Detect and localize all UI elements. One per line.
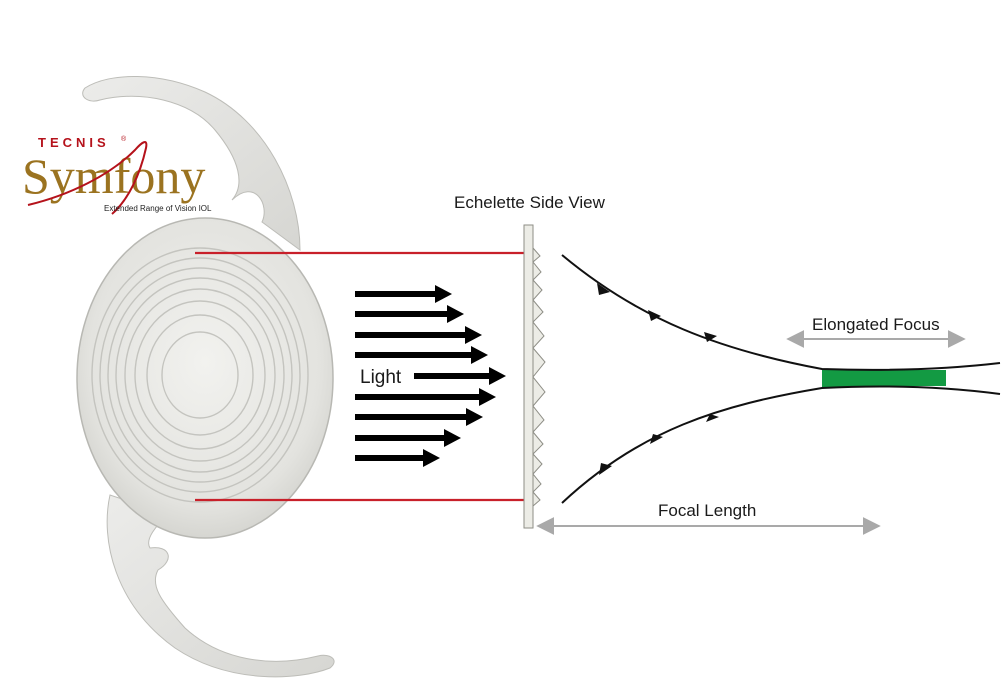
arrow-right-icon: [355, 429, 461, 447]
lower-ray: [561, 385, 1001, 504]
upper-ray: [561, 254, 1001, 371]
focal-length-label: Focal Length: [658, 501, 756, 520]
arrowhead-icon: [648, 310, 661, 321]
focusing-rays: [561, 254, 1001, 504]
arrow-right-icon: [355, 449, 440, 467]
light-label: Light: [360, 367, 402, 388]
arrow-right-icon: [355, 408, 483, 426]
echelette-side-view: [523, 224, 546, 529]
elongated-focus-label: Elongated Focus: [812, 315, 940, 334]
arrow-right-icon: [355, 346, 488, 364]
arrow-right-icon: [355, 388, 496, 406]
logo-registered-mark: ®: [121, 135, 127, 143]
elongated-focus-region: [822, 369, 946, 388]
tecnis-symfony-logo: TECNIS ® Symfony Extended Range of Visio…: [22, 135, 212, 215]
arrowhead-icon: [704, 332, 717, 342]
arrow-right-icon: [355, 326, 482, 344]
arrow-right-icon: [414, 367, 506, 385]
echelette-rings: [91, 247, 309, 503]
arrowhead-icon: [597, 283, 610, 295]
iol-lens-illustration: [76, 76, 335, 678]
logo-brand: TECNIS: [38, 135, 110, 150]
echelette-label: Echelette Side View: [454, 193, 606, 212]
logo-swoosh: [27, 141, 148, 215]
arrow-right-icon: [355, 305, 464, 323]
lower-haptic: [106, 494, 335, 678]
light-arrows: [355, 285, 506, 467]
arrow-right-icon: [355, 285, 452, 303]
arrowhead-icon: [599, 463, 612, 475]
upper-haptic: [82, 76, 301, 251]
logo-product-name: Symfony: [22, 148, 205, 204]
logo-tagline: Extended Range of Vision IOL: [104, 204, 212, 213]
arrowhead-icon: [706, 414, 719, 422]
arrowhead-icon: [650, 434, 663, 444]
